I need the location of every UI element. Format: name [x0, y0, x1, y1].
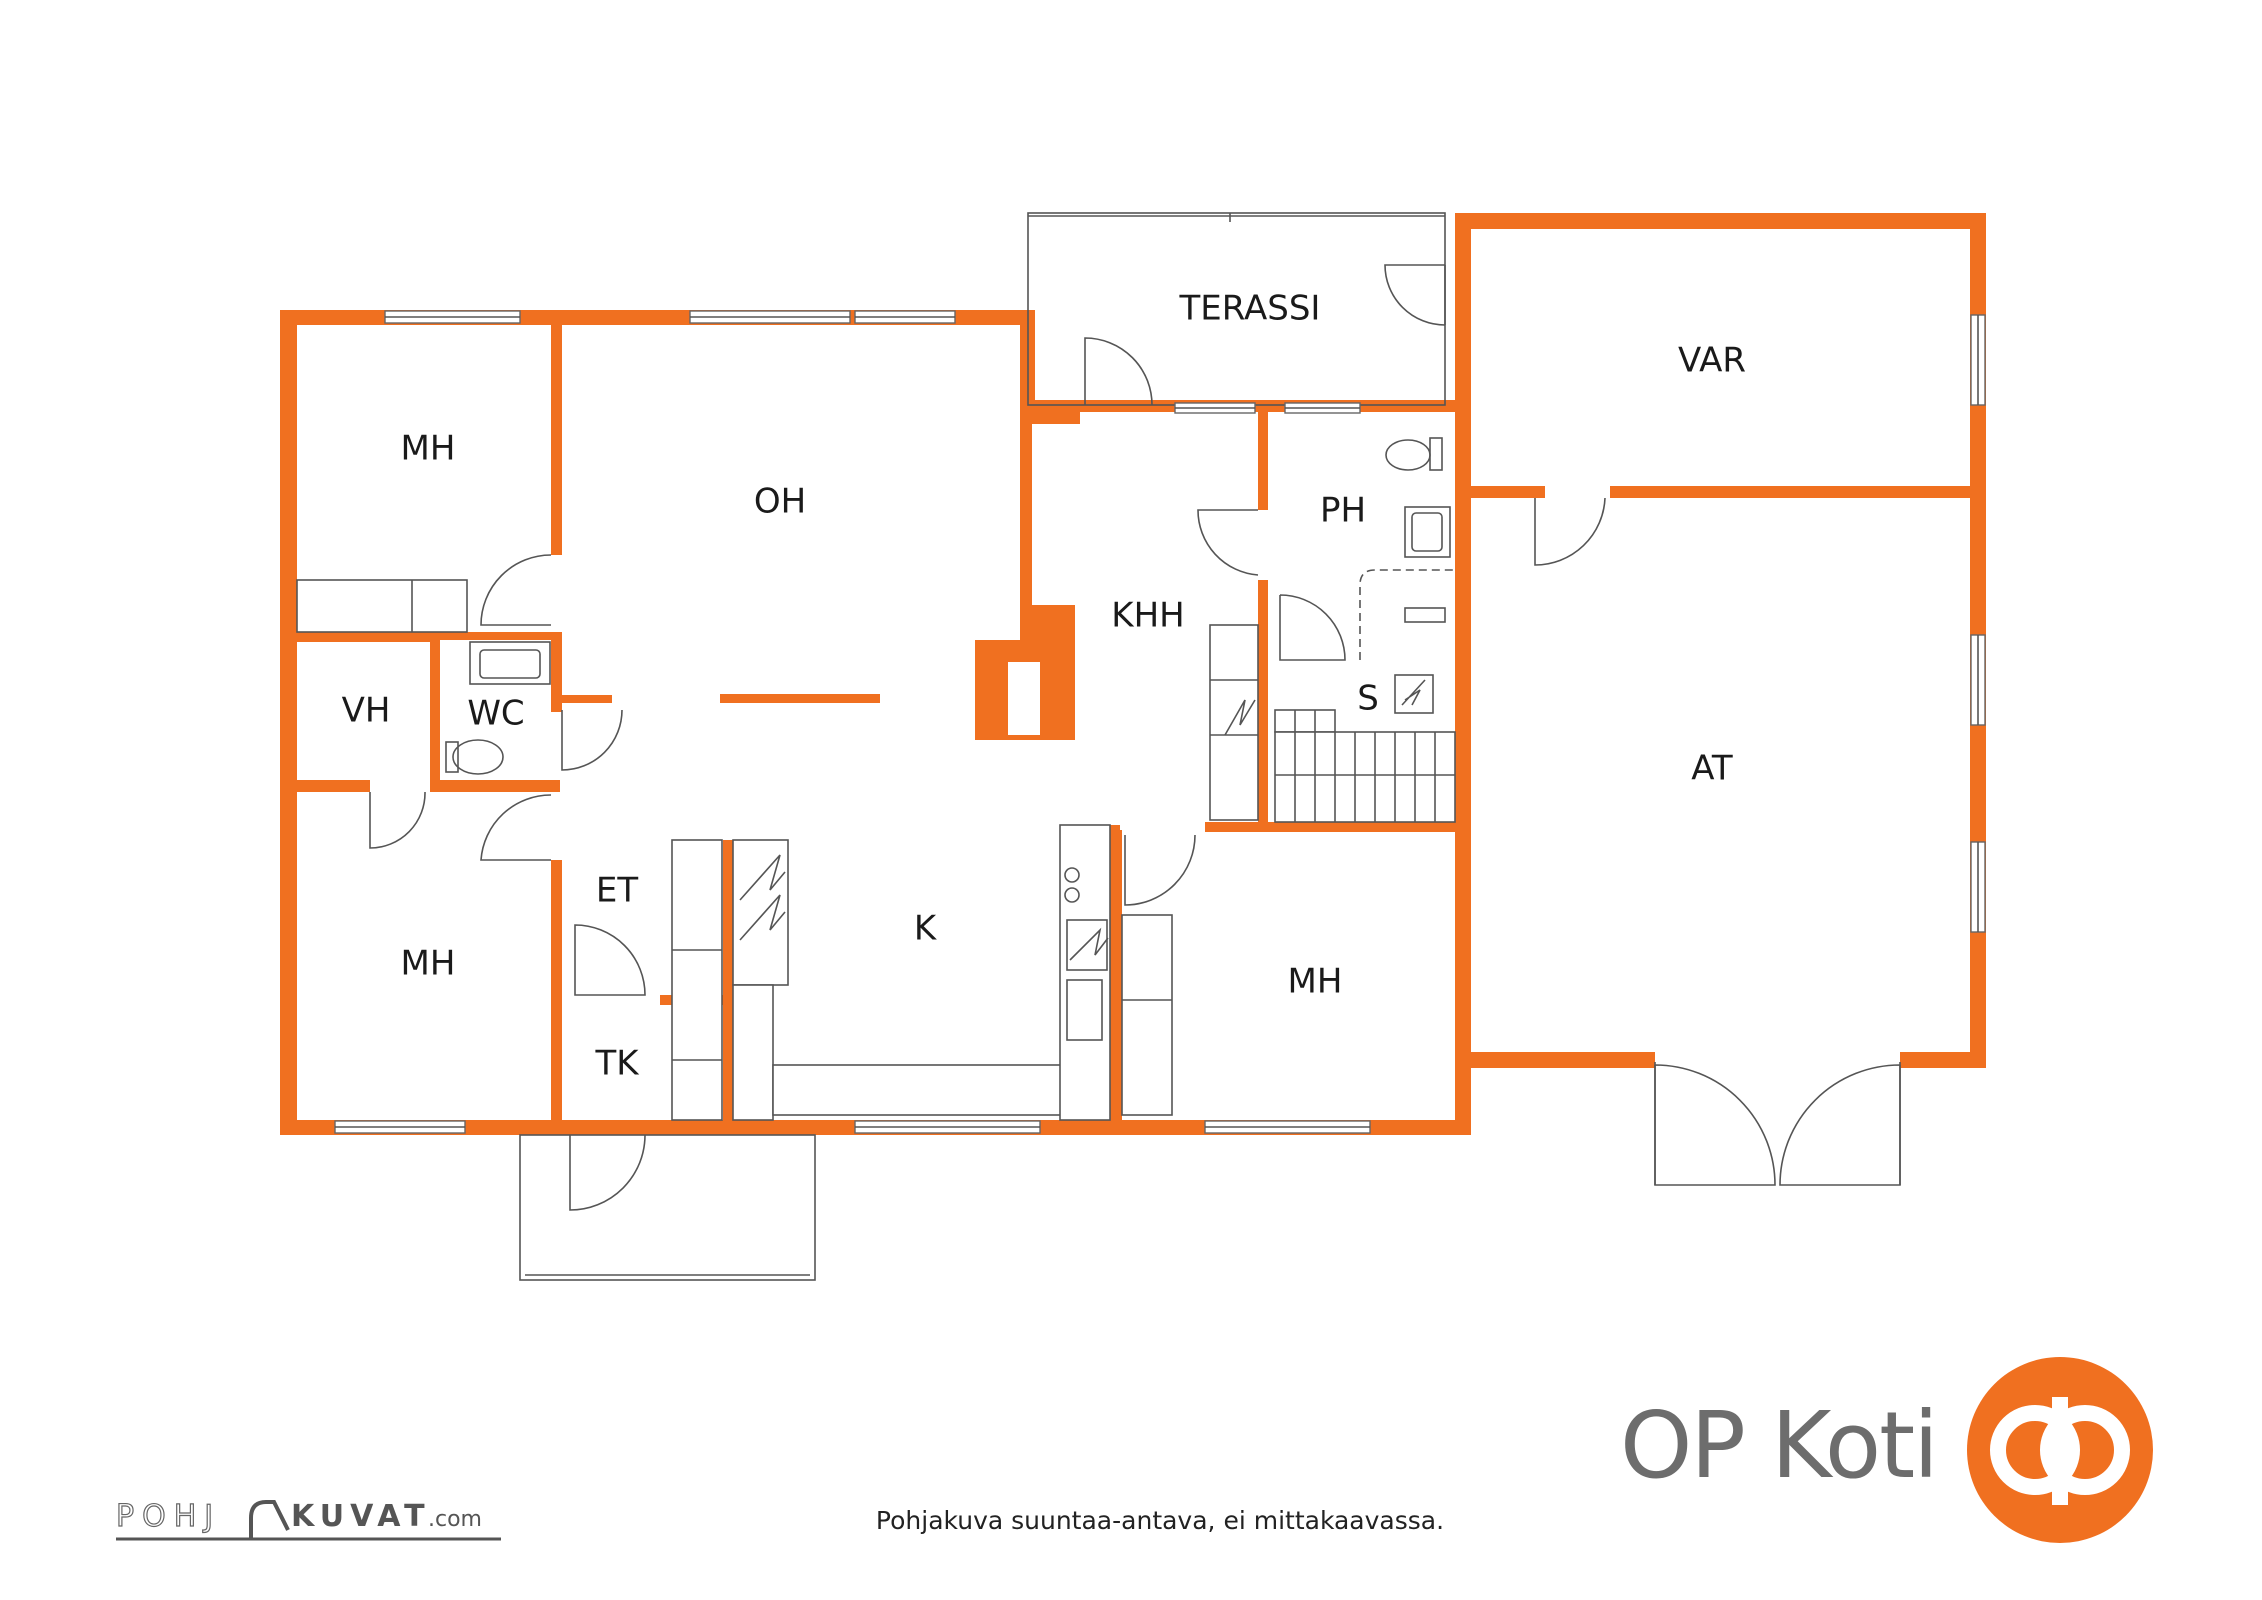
room-label-mh-1: MH [401, 429, 456, 469]
source-logo-part1: POHJ [116, 1499, 221, 1534]
room-label-var: VAR [1678, 341, 1746, 381]
room-label-at: AT [1691, 749, 1733, 789]
doors [369, 264, 1901, 1211]
room-label-khh: KHH [1111, 596, 1184, 636]
room-label-s: S [1357, 679, 1379, 719]
disclaimer-text: Pohjakuva suuntaa-antava, ei mittakaavas… [875, 1506, 1445, 1535]
room-label-mh-3: MH [1288, 962, 1343, 1002]
source-logo-part3: .com [428, 1507, 482, 1532]
op-logo-icon [1967, 1357, 2153, 1543]
room-label-ph: PH [1320, 491, 1366, 531]
room-label-mh-2: MH [401, 944, 456, 984]
room-label-tk: TK [594, 1044, 640, 1084]
room-label-wc: WC [467, 694, 524, 734]
room-label-vh: VH [342, 691, 391, 731]
source-logo-part2: KUVAT [291, 1499, 431, 1534]
windows [334, 310, 1986, 1134]
room-label-et: ET [596, 871, 638, 911]
room-labels: MH OH TERASSI VAR PH KHH VH WC S AT ET K… [342, 289, 1746, 1084]
room-label-terassi: TERASSI [1179, 289, 1321, 329]
fixtures [296, 437, 1456, 1121]
room-label-oh: OH [754, 482, 806, 522]
brand-name: OP Koti [1620, 1392, 1939, 1499]
pohjakuvat-logo: POHJ KUVAT .com [116, 1498, 501, 1541]
room-label-k: K [914, 909, 938, 949]
